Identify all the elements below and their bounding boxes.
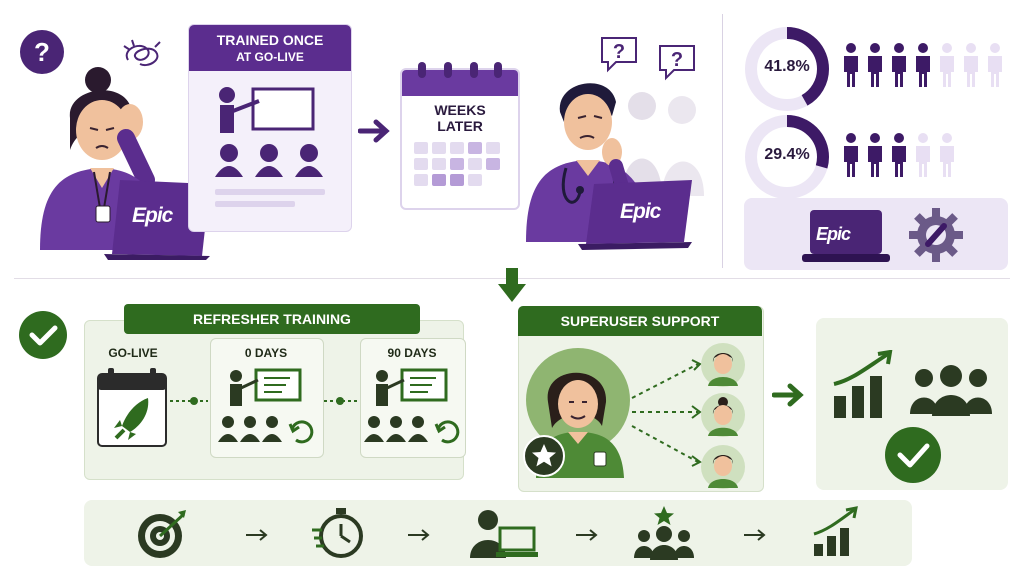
calendar-grid-icon [414, 142, 500, 186]
support-connectors [631, 359, 702, 467]
question-badge: ? [20, 30, 64, 74]
laptop-brand-center: Epic [620, 200, 661, 223]
check-circle-icon [19, 311, 67, 359]
person-empty-icon [940, 133, 954, 177]
person-filled-icon [892, 133, 906, 177]
person-filled-icon [892, 43, 906, 87]
team-icon [910, 365, 992, 416]
superuser-support-header: SUPERUSER SUPPORT [518, 306, 762, 336]
confused-nurse-illustration [526, 83, 692, 250]
arrow-right-green-icon [772, 383, 804, 407]
trained-once-card: TRAINED ONCE AT GO-LIVE [188, 24, 352, 232]
step-label-0-days: 0 DAYS [244, 346, 288, 360]
support-recipient-2 [701, 393, 745, 437]
step-label-90-days: 90 DAYS [387, 346, 437, 360]
training-session-icon-2 [364, 368, 460, 444]
weeks-later-subtitle: LATER [437, 118, 483, 134]
stat-2-people-row [842, 132, 956, 178]
person-filled-icon [916, 43, 930, 87]
target-icon [138, 510, 186, 558]
growth-bars-icon [833, 350, 893, 418]
trained-once-title: TRAINED ONCE [216, 32, 324, 48]
classroom-training-icon [215, 87, 325, 207]
person-empty-icon [940, 43, 954, 87]
person-filled-icon [868, 43, 882, 87]
success-check-icon [885, 427, 941, 483]
laptop-brand-left: Epic [132, 204, 173, 227]
process-arrow-1 [246, 529, 268, 541]
person-filled-icon [868, 133, 882, 177]
process-arrow-3 [576, 529, 598, 541]
refresher-training-header: REFRESHER TRAINING [124, 304, 420, 334]
person-filled-icon [844, 133, 858, 177]
stressed-nurse-illustration [40, 67, 210, 260]
team-star-icon [634, 506, 694, 560]
connector-dots-2 [324, 397, 360, 405]
arrow-down-icon [498, 268, 526, 302]
stat-donut-1 [745, 27, 829, 111]
question-mark-text: ? [34, 36, 50, 67]
stat-donut-2 [745, 115, 829, 199]
stat-2-value: 29.4% [764, 146, 810, 163]
stat-1-value: 41.8% [764, 58, 810, 75]
trained-once-subtitle: AT GO-LIVE [236, 50, 304, 64]
star-badge-icon [523, 435, 565, 477]
system-panel: Epic [744, 198, 1008, 270]
person-empty-icon [964, 43, 978, 87]
weeks-later-title: WEEKS [434, 102, 486, 118]
process-arrow-4 [744, 529, 766, 541]
person-filled-icon [844, 43, 858, 87]
svg-text:?: ? [671, 49, 683, 71]
person-empty-icon [916, 133, 930, 177]
computer-user-icon [470, 510, 538, 558]
calendar-rings-icon [418, 62, 502, 78]
support-recipient-3 [701, 445, 745, 489]
gear-wrench-icon [909, 208, 963, 262]
vertical-divider [722, 14, 723, 268]
stat-1-people-row [842, 42, 1004, 88]
svg-text:?: ? [613, 41, 625, 63]
growth-chart-icon [813, 506, 858, 556]
person-empty-icon [988, 43, 1002, 87]
question-bubble-icon-1: ? [601, 37, 637, 73]
training-session-icon-1 [218, 368, 314, 444]
confusion-scribble-icon [123, 39, 161, 66]
support-recipient-1 [701, 343, 745, 387]
question-bubble-icon-2: ? [659, 45, 695, 81]
process-arrow-2 [408, 529, 430, 541]
connector-dots-1 [170, 397, 208, 405]
stopwatch-icon [312, 508, 363, 558]
trained-once-header: TRAINED ONCE AT GO-LIVE [189, 25, 351, 71]
weeks-later-calendar-card: WEEKS LATER [400, 62, 520, 210]
step-label-go-live: GO-LIVE [108, 346, 158, 360]
laptop-icon [802, 210, 890, 262]
arrow-right-icon [358, 119, 390, 143]
calendar-rocket-icon [97, 368, 167, 447]
system-laptop-brand: Epic [816, 224, 851, 244]
